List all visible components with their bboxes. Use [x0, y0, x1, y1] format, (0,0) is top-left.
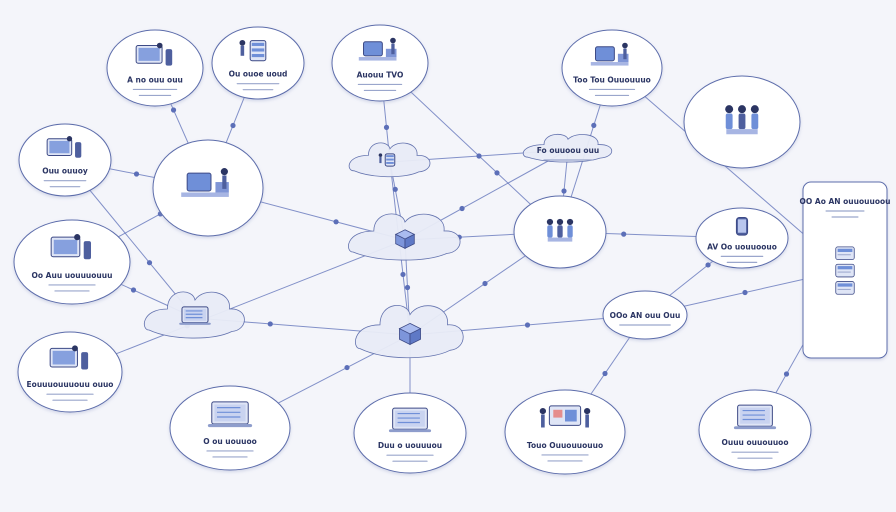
- diagram-node: Oo Auu uouuuouuu: [13, 219, 131, 305]
- cube-icon: [398, 322, 422, 346]
- diagram-node: A no ouu ouu: [106, 29, 204, 107]
- monitor-icon: [135, 42, 173, 66]
- oval-shape: [353, 392, 467, 474]
- connector-dot: [404, 284, 411, 291]
- connector-dot: [494, 170, 500, 176]
- diagram-node: AV Oo uouuoouo: [695, 207, 789, 269]
- monitor-icon: [50, 234, 92, 260]
- diagram-node: Touo Ouuouuouuo: [504, 389, 626, 475]
- connector-dot: [621, 231, 627, 237]
- node-title: Auouu TVO: [357, 70, 404, 79]
- connector-dot: [170, 107, 177, 113]
- oval-shape: [698, 389, 812, 471]
- diagram-node: [348, 213, 461, 261]
- node-title: Too Tou Ouuouuuo: [573, 75, 651, 84]
- diagram-node: Ouuu ouuouuoo: [698, 389, 812, 471]
- connector-dot: [383, 124, 390, 130]
- connector-dot: [705, 262, 711, 268]
- oval-shape: [106, 29, 204, 107]
- people-icon: [546, 218, 574, 242]
- diagram-node: [355, 305, 464, 359]
- workstation-icon: [358, 37, 397, 61]
- connector-dot: [524, 322, 531, 328]
- diagram-node: [513, 195, 607, 269]
- desk-icon: [181, 168, 229, 197]
- connector-dot: [146, 260, 153, 266]
- laptop-icon: [388, 407, 432, 433]
- monitor-icon: [49, 345, 89, 370]
- diagram-node: Ou ouoe uoud: [211, 26, 305, 100]
- diagram-node: [348, 142, 431, 178]
- oval-shape: [13, 219, 131, 305]
- connector-dot: [602, 370, 608, 377]
- connector-dot: [459, 205, 465, 212]
- diagram-node: Ouu ouuoy: [18, 123, 112, 197]
- node-title: Eouuuouuuouu ouuo: [27, 380, 114, 389]
- server-icon: [239, 39, 267, 62]
- connector-dot: [482, 280, 488, 287]
- oval-shape: [18, 123, 112, 197]
- connector-dot: [392, 186, 398, 192]
- laptop-icon: [179, 306, 211, 325]
- node-title: Ouu ouuoy: [42, 167, 88, 176]
- connector-dot: [230, 122, 236, 129]
- cube-icon: [394, 229, 416, 250]
- diagram-node: Fo ouuoou ouu: [522, 134, 613, 163]
- diagram-node: O ou uouuoo: [169, 385, 291, 471]
- oval-shape: [169, 385, 291, 471]
- oval-shape: [504, 389, 626, 475]
- connector-dot: [742, 289, 748, 296]
- oval-shape: [17, 331, 123, 413]
- oval-shape: [211, 26, 305, 100]
- diagram-node: Eouuuouuuouu ouuo: [17, 331, 123, 413]
- node-title: OO Ao AN ouuouuoou: [800, 197, 891, 206]
- connector-dot: [267, 321, 273, 327]
- workstation-icon: [590, 42, 629, 66]
- node-title: Fo ouuoou ouu: [537, 146, 600, 155]
- node-title: Touo Ouuouuouuo: [527, 441, 603, 450]
- node-title: AV Oo uouuoouo: [707, 242, 777, 251]
- connector-dot: [591, 122, 597, 128]
- diagram-node: OO Ao AN ouuouuoou: [800, 181, 891, 359]
- connector-dot: [400, 271, 406, 278]
- connector-dot: [130, 287, 137, 293]
- connector-dot: [561, 188, 567, 194]
- oval-shape: [561, 29, 663, 107]
- docs-icon: [835, 246, 855, 295]
- rack-icon: [378, 153, 396, 167]
- monitor-icon: [46, 136, 82, 158]
- node-title: Ouuu ouuouuoo: [722, 438, 789, 447]
- node-title: A no ouu ouu: [127, 75, 183, 84]
- connector-dot: [133, 171, 140, 177]
- oval-shape: [695, 207, 789, 269]
- connector-dot: [333, 219, 339, 225]
- diagram-node: Auouu TVO: [331, 24, 429, 102]
- team-icon: [725, 105, 759, 135]
- nodes: A no ouu ouu Ou ouoe uoud Auouu TVO Ouu ouu…: [13, 24, 891, 475]
- oval-shape: [331, 24, 429, 102]
- diagram-node: Too Tou Ouuouuuo: [561, 29, 663, 107]
- laptop-icon: [733, 404, 777, 430]
- diagram-node: Duu o uouuuou: [353, 392, 467, 474]
- diagram-node: [683, 75, 801, 169]
- diagram-node: [152, 139, 264, 237]
- node-title: OOo AN ouu Ouu: [610, 311, 681, 320]
- laptop-icon: [207, 401, 253, 428]
- node-title: Oo Auu uouuuouuu: [32, 271, 113, 280]
- board-icon: [539, 405, 591, 428]
- node-title: Duu o uouuuou: [378, 441, 442, 450]
- connector-dot: [344, 364, 350, 371]
- tablet-icon: [735, 216, 749, 236]
- node-title: Ou ouoe uoud: [229, 70, 288, 79]
- connector-dot: [783, 371, 790, 377]
- node-title: O ou uouuoo: [203, 437, 257, 446]
- oval-shape: [602, 290, 688, 340]
- diagram-node: OOo AN ouu Ouu: [602, 290, 688, 340]
- diagram-node: [143, 291, 245, 339]
